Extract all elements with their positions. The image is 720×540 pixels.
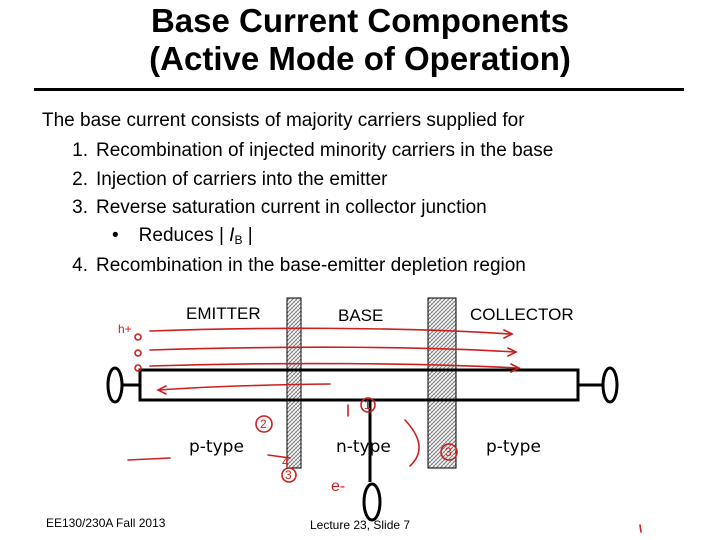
electron-to-emitter-arrow [159,383,331,391]
lecture-footer: Lecture 23, Slide 7 [310,518,411,532]
list-number: 3. [72,197,88,218]
hole-flow-arrow-2 [149,346,516,353]
hole-flow-arrow-3 [149,362,519,369]
list-text: Reverse saturation current in collector … [96,197,487,218]
emitter-contact [106,366,124,404]
list-text: Recombination in the base-emitter deplet… [96,255,526,276]
base-label: BASE [338,306,384,325]
electron-label: e- [331,478,345,495]
course-footer: EE130/230A Fall 2013 [46,516,166,530]
intro-text: The base current consists of majority ca… [42,110,525,131]
title-line-2: (Active Mode of Operation) [149,40,571,77]
list-item-4: 4. Recombination in the base-emitter depl… [42,255,526,277]
title-line-1: Base Current Components [150,2,570,39]
emitter-label: EMITTER [186,304,261,323]
collector-label: COLLECTOR [470,305,574,324]
base-type-label: n-type [336,437,391,457]
annotation-labels: h+ 1 2 3 3 4 e- [118,322,452,495]
annotation-circle-1 [360,397,376,413]
annotation-circle-3 [281,467,297,483]
current-subscript: B [234,233,243,247]
annotation-circle-2 [255,415,273,433]
list-text: Injection of carriers into the emitter [96,169,388,190]
list-number: 2. [72,169,88,190]
abs-bar-close: | [247,225,253,246]
list-item-2: 2. Injection of carriers into the emitter [42,169,387,191]
bullet-dot: • [112,225,119,246]
annotation-circle-3b [440,443,458,461]
base-contact [362,482,382,522]
list-item-1: 1. Recombination of injected minority car… [42,140,553,162]
list-number: 4. [72,255,88,276]
sub-bullet: • Reduces | IB | [112,225,253,247]
carrier-annotations [127,327,642,533]
base-collector-depletion-region [427,297,457,469]
label-two: 2 [260,417,267,431]
list-item-3: 3. Reverse saturation current in collecto… [42,197,487,219]
collector-contact [601,366,619,404]
emitter-type-label: p-type [189,437,244,457]
hole-flow-arrow-1 [149,327,511,335]
hole-label: h+ [118,322,132,336]
title-underline [34,88,684,91]
sub-bullet-text: Reduces [138,225,214,246]
electron-supply-arrow [404,419,420,467]
collector-type-label: p-type [486,437,541,457]
emitter-base-depletion-region [286,297,302,469]
abs-bar-open: | [218,225,224,246]
label-four: 4 [282,455,289,469]
slide-title: Base Current Components (Active Mode of … [0,2,720,78]
label-three-b: 3 [445,445,452,459]
list-text: Recombination of injected minority carri… [96,140,554,161]
device-body [138,368,580,402]
label-one: 1 [364,398,371,412]
list-number: 1. [72,140,88,161]
current-symbol: I [229,225,235,246]
label-three: 3 [285,468,292,482]
